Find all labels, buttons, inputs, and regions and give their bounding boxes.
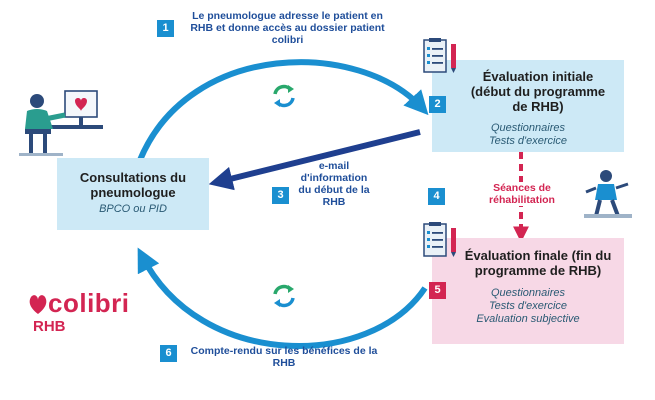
arrow-step-3 (208, 129, 421, 191)
colibri-logo: colibri RHB (28, 288, 158, 340)
checklist-pencil-icon (420, 222, 460, 258)
evaluation-initiale-title: Évaluation initiale (début du programme … (470, 69, 606, 114)
evaluation-initiale-line-2: Tests d'exercice (488, 135, 568, 147)
arrow-step-6 (137, 247, 428, 349)
evaluation-finale-line-3: Evaluation subjective (476, 313, 580, 325)
cycle-arrows-icon (270, 282, 298, 310)
step-6-text: Compte-rendu sur les bénéfices de la RHB (190, 345, 378, 369)
step-1-number: 1 (157, 20, 174, 37)
evaluation-initiale-box: Évaluation initiale (début du programme … (432, 60, 624, 152)
evaluation-finale-title: Évaluation finale (fin du programme de R… (464, 248, 612, 278)
evaluation-initiale-line-1: Questionnaires (491, 122, 565, 134)
logo-name: colibri (48, 288, 130, 318)
heart-leaf-icon (29, 295, 47, 314)
step-4-number: 4 (428, 188, 445, 205)
evaluation-finale-box: Évaluation finale (fin du programme de R… (432, 238, 624, 344)
doctor-computer-icon (15, 85, 105, 157)
evaluation-finale-line-1: Questionnaires (491, 287, 565, 299)
consultations-title: Consultations du pneumologue (79, 170, 187, 200)
checklist-pencil-icon (420, 38, 460, 74)
step-5-number: 5 (429, 282, 446, 299)
step-2-number: 2 (429, 96, 446, 113)
exercise-person-icon (580, 168, 636, 220)
arrow-step-1 (137, 59, 429, 162)
evaluation-finale-line-2: Tests d'exercice (488, 300, 568, 312)
cycle-arrows-icon (270, 82, 298, 110)
consultations-box: Consultations du pneumologue BPCO ou PID (57, 158, 209, 230)
step-4-text: Séances de réhabilitation (474, 182, 570, 206)
step-1-text: Le pneumologue adresse le patient en RHB… (190, 10, 385, 46)
consultations-subtitle: BPCO ou PID (99, 203, 167, 215)
step-3-text: e-mail d'information du début de la RHB (298, 160, 370, 208)
step-6-number: 6 (160, 345, 177, 362)
step-3-number: 3 (272, 187, 289, 204)
logo-sub: RHB (33, 318, 66, 335)
